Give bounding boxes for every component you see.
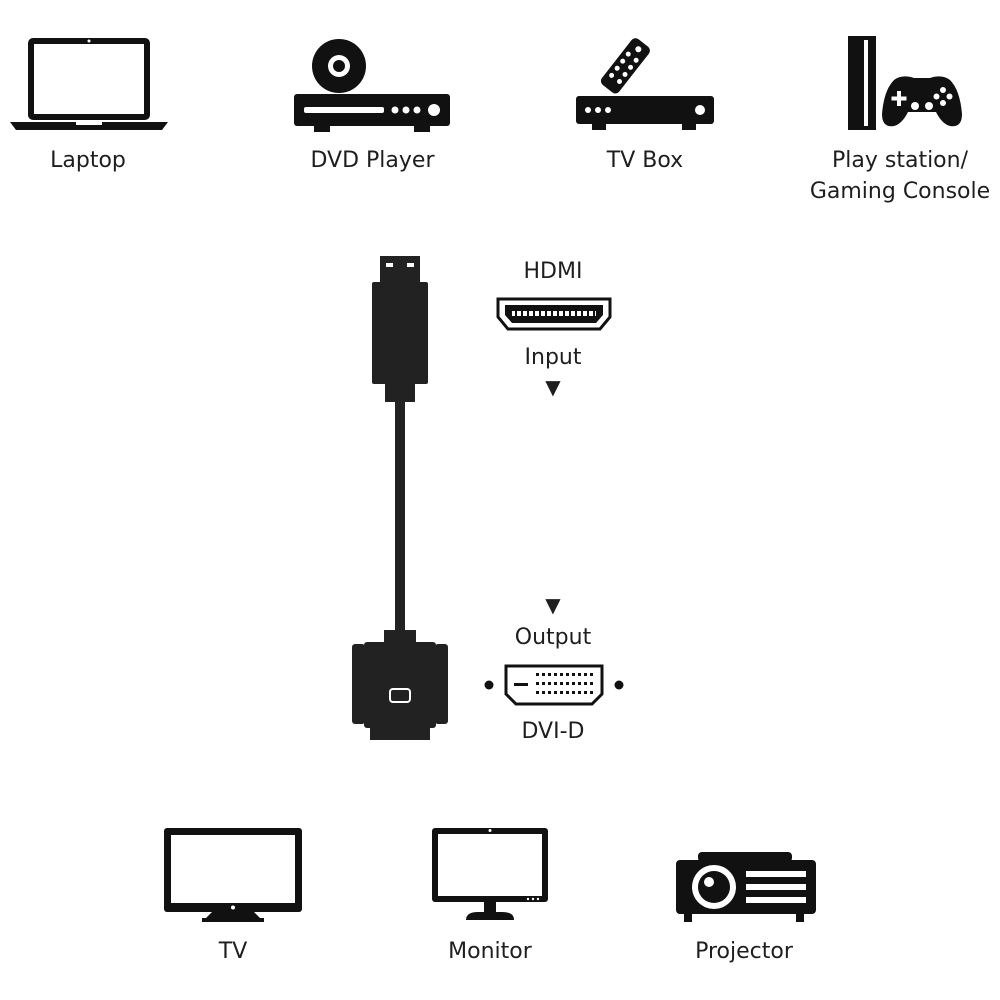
hdmi-port-icon — [496, 297, 612, 331]
gaming-console-label-line1: Play station/ — [832, 148, 968, 173]
dvi-d-type-label: DVI-D — [521, 719, 585, 744]
projector-label: Projector — [695, 939, 793, 964]
output-arrow-icon: ▼ — [545, 593, 561, 617]
dvd-player-icon — [294, 38, 450, 132]
input-label: Input — [524, 345, 582, 370]
hdmi-type-label: HDMI — [523, 259, 583, 284]
output-label: Output — [514, 625, 592, 650]
laptop-icon — [10, 36, 168, 132]
tv-box-label: TV Box — [606, 148, 684, 173]
tv-box-icon — [576, 34, 714, 132]
dvi-d-port-icon — [482, 664, 626, 706]
dvd-player-label: DVD Player — [310, 148, 435, 173]
tv-icon — [162, 826, 304, 924]
gaming-console-label: Play station/ Gaming Console — [800, 145, 1000, 207]
monitor-label: Monitor — [448, 939, 532, 964]
tv-label: TV — [218, 939, 248, 964]
input-arrow-icon: ▼ — [545, 375, 561, 399]
monitor-icon — [430, 826, 550, 924]
gaming-console-label-line2: Gaming Console — [809, 179, 991, 204]
hdmi-to-dvi-cable — [350, 256, 450, 742]
projector-icon — [674, 852, 818, 924]
gaming-console-icon — [846, 34, 966, 134]
laptop-label: Laptop — [50, 148, 126, 173]
